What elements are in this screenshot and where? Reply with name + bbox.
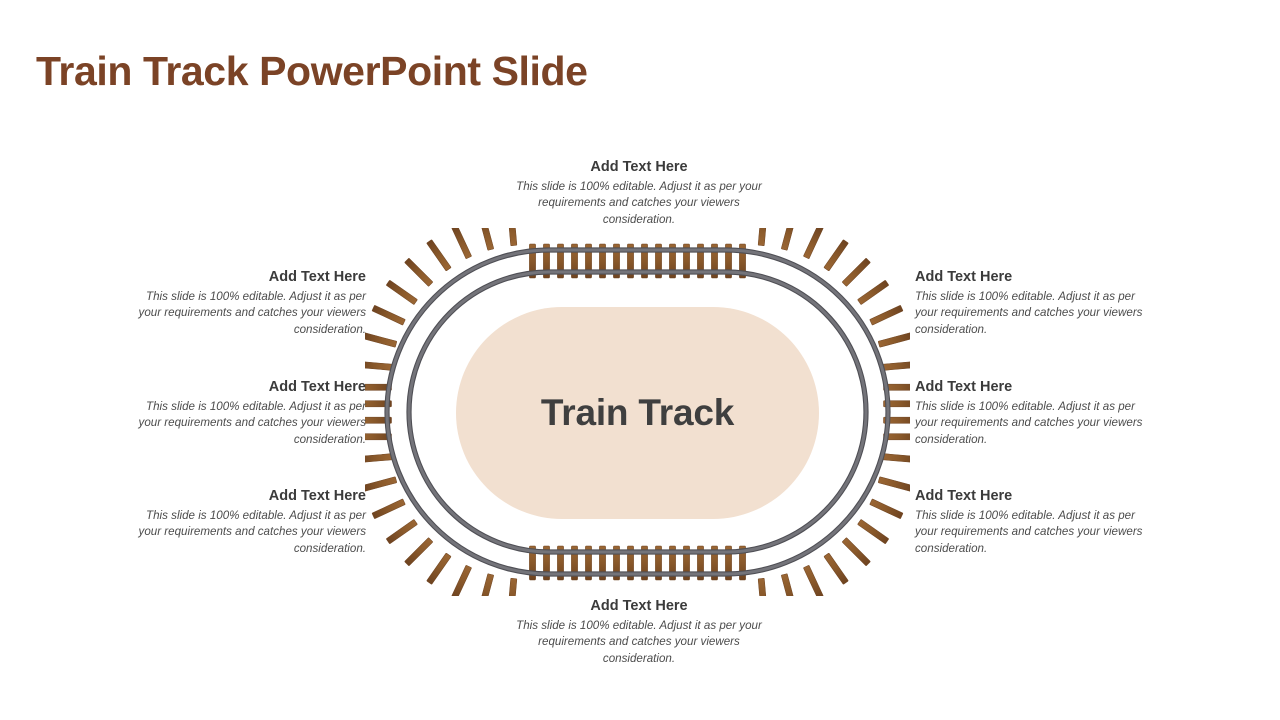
track-sleeper	[426, 553, 452, 585]
callout-heading: Add Text Here	[268, 488, 366, 504]
track-sleeper	[478, 228, 494, 251]
callout-left-bottom[interactable]: Add Text Here This slide is 100% editabl…	[138, 487, 366, 557]
track-sleeper	[803, 228, 824, 259]
track-sleeper	[823, 239, 849, 271]
callout-body: This slide is 100% editable. Adjust it a…	[915, 400, 1143, 446]
callout-left-mid[interactable]: Add Text Here This slide is 100% editabl…	[138, 378, 366, 448]
callout-heading: Add Text Here	[915, 269, 1013, 285]
center-stadium-shape	[456, 307, 819, 519]
track-sleeper	[857, 519, 889, 544]
callout-right-top[interactable]: Add Text Here This slide is 100% editabl…	[915, 268, 1143, 338]
track-sleeper	[823, 553, 849, 585]
track-sleeper	[386, 519, 418, 544]
track-sleeper	[803, 565, 824, 596]
callout-heading: Add Text Here	[915, 379, 1013, 395]
callout-left-top[interactable]: Add Text Here This slide is 100% editabl…	[138, 268, 366, 338]
track-sleeper	[507, 578, 518, 596]
callout-heading: Add Text Here	[915, 488, 1013, 504]
track-sleeper	[857, 280, 889, 305]
center-label: Train Track	[540, 392, 735, 433]
track-sleeper	[757, 228, 768, 246]
track-sleeper	[869, 498, 904, 519]
callout-body: This slide is 100% editable. Adjust it a…	[516, 619, 762, 665]
track-sleeper	[365, 476, 397, 492]
track-sleeper	[451, 228, 472, 259]
track-sleeper	[878, 476, 910, 492]
callout-heading: Add Text Here	[268, 379, 366, 395]
callout-body: This slide is 100% editable. Adjust it a…	[138, 290, 366, 336]
track-sleeper	[404, 258, 433, 287]
track-sleeper	[386, 280, 418, 305]
track-sleeper	[365, 332, 397, 348]
track-sleeper	[842, 537, 871, 566]
track-sleeper	[878, 332, 910, 348]
callout-right-mid[interactable]: Add Text Here This slide is 100% editabl…	[915, 378, 1143, 448]
track-sleeper	[371, 305, 406, 326]
track-sleeper	[869, 305, 904, 326]
page-title: Train Track PowerPoint Slide	[36, 48, 588, 94]
callout-bottom[interactable]: Add Text Here This slide is 100% editabl…	[514, 597, 764, 667]
track-sleeper	[507, 228, 518, 246]
track-sleeper	[365, 453, 393, 463]
track-sleeper	[478, 573, 494, 596]
inner-rail-highlight	[407, 270, 868, 554]
track-sleeper	[781, 228, 797, 251]
callout-body: This slide is 100% editable. Adjust it a…	[138, 400, 366, 446]
callout-heading: Add Text Here	[590, 159, 688, 175]
track-rails	[384, 247, 891, 577]
callout-body: This slide is 100% editable. Adjust it a…	[138, 509, 366, 555]
train-track-oval-graphic	[365, 228, 910, 596]
track-sleeper	[365, 361, 393, 371]
callout-heading: Add Text Here	[590, 598, 688, 614]
track-sleeper	[882, 453, 910, 463]
track-sleeper	[842, 258, 871, 287]
track-sleeper	[882, 361, 910, 371]
track-sleeper	[781, 573, 797, 596]
track-sleeper	[426, 239, 452, 271]
callout-body: This slide is 100% editable. Adjust it a…	[516, 180, 762, 226]
track-sleeper	[371, 498, 406, 519]
outer-rail-highlight	[385, 248, 890, 576]
track-sleeper	[757, 578, 768, 596]
track-svg	[365, 228, 910, 596]
track-sleeper	[404, 537, 433, 566]
callout-right-bottom[interactable]: Add Text Here This slide is 100% editabl…	[915, 487, 1143, 557]
track-sleeper	[451, 565, 472, 596]
callout-heading: Add Text Here	[268, 269, 366, 285]
callout-body: This slide is 100% editable. Adjust it a…	[915, 509, 1143, 555]
callout-body: This slide is 100% editable. Adjust it a…	[915, 290, 1143, 336]
callout-top[interactable]: Add Text Here This slide is 100% editabl…	[514, 158, 764, 228]
